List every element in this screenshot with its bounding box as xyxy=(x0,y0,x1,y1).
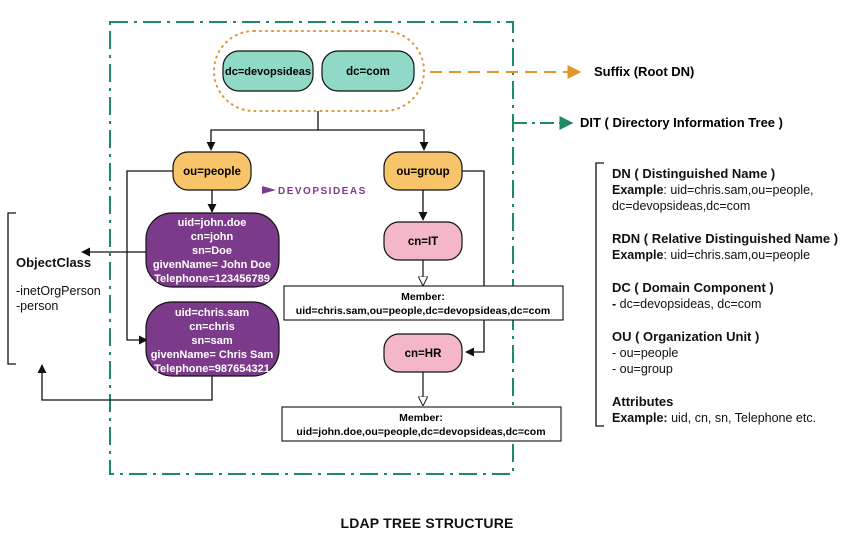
user1-telephone: Telephone=123456789 xyxy=(154,273,270,285)
root-dc1-label: dc=devopsideas xyxy=(225,66,311,78)
user2-cn: cn=chris xyxy=(189,321,235,333)
legend-dc-title: DC ( Domain Component ) xyxy=(612,280,774,295)
ou-people-label: ou=people xyxy=(183,166,241,178)
root-dc2-node xyxy=(321,50,415,92)
legend-rdn-title: RDN ( Relative Distinguished Name ) xyxy=(612,231,839,246)
devopsideas-logo-text: DEVOPSIDEAS xyxy=(278,186,367,197)
legend-ou-title: OU ( Organization Unit ) xyxy=(612,329,760,344)
suffix-container xyxy=(213,30,425,112)
legend-dn-example: Example: uid=chris.sam,ou=people, xyxy=(612,183,814,197)
member-hr-title: Member: xyxy=(399,412,443,424)
dit-label: DIT ( Directory Information Tree ) xyxy=(580,115,783,130)
devopsideas-logo: DEVOPSIDEAS xyxy=(262,186,367,197)
diagram-title: LDAP TREE STRUCTURE xyxy=(340,515,514,531)
legend-dn-title: DN ( Distinguished Name ) xyxy=(612,166,776,181)
user1-node xyxy=(145,212,280,288)
objectclass-block: ObjectClass -inetOrgPerson -person xyxy=(16,255,101,314)
user1-givenname: givenName= John Doe xyxy=(153,259,271,271)
member-hr-value: uid=john.doe,ou=people,dc=devopsideas,dc… xyxy=(296,426,545,438)
user1-cn: cn=john xyxy=(191,231,234,243)
connector-to-ou-people xyxy=(206,129,318,151)
objectclass-item: -person xyxy=(16,299,59,313)
group-to-hr-connector xyxy=(462,170,485,357)
legend-attributes: Attributes Example: uid, cn, sn, Telepho… xyxy=(612,394,854,426)
root-dc1-node xyxy=(222,50,314,92)
suffix-label: Suffix (Root DN) xyxy=(594,64,694,79)
legend-panel: DN ( Distinguished Name ) Example: uid=c… xyxy=(612,166,854,443)
legend-attributes-example: Example: uid, cn, sn, Telephone etc. xyxy=(612,411,817,425)
user1-sn: sn=Doe xyxy=(192,245,232,257)
legend-attributes-title: Attributes xyxy=(612,394,674,409)
user1-uid: uid=john.doe xyxy=(178,217,247,229)
legend-bracket xyxy=(595,162,604,427)
cn-it-label: cn=IT xyxy=(408,236,438,248)
legend-dn: DN ( Distinguished Name ) Example: uid=c… xyxy=(612,166,854,214)
legend-ou-item: - ou=group xyxy=(612,362,673,376)
legend-dn-example-cont: dc=devopsideas,dc=com xyxy=(612,199,751,213)
member-it-title: Member: xyxy=(401,291,445,303)
member-hr-box xyxy=(281,406,562,442)
ou-group-label: ou=group xyxy=(396,166,449,178)
root-dc2-label: dc=com xyxy=(346,66,390,78)
legend-ou-item: - ou=people xyxy=(612,346,679,360)
objectclass-title: ObjectClass xyxy=(16,255,92,270)
dit-boundary xyxy=(109,21,514,475)
legend-rdn: RDN ( Relative Distinguished Name ) Exam… xyxy=(612,231,854,263)
user2-to-objectclass-arrow xyxy=(37,364,213,401)
user2-telephone: Telephone=987654321 xyxy=(154,363,270,375)
legend-dc: DC ( Domain Component ) - dc=devopsideas… xyxy=(612,280,854,312)
legend-rdn-example: Example: uid=chris.sam,ou=people xyxy=(612,248,811,262)
legend-ou: OU ( Organization Unit ) - ou=people - o… xyxy=(612,329,854,377)
member-it-box xyxy=(283,285,564,321)
user2-uid: uid=chris.sam xyxy=(175,307,250,319)
legend-dc-value: - dc=devopsideas, dc=com xyxy=(612,297,762,311)
cn-hr-label: cn=HR xyxy=(405,348,442,360)
objectclass-item: -inetOrgPerson xyxy=(16,284,101,298)
people-to-user2-connector xyxy=(126,170,173,345)
user2-givenname: givenName= Chris Sam xyxy=(151,349,274,361)
objectclass-bracket xyxy=(7,212,16,365)
member-it-value: uid=chris.sam,ou=people,dc=devopsideas,d… xyxy=(296,305,550,317)
user2-sn: sn=sam xyxy=(191,335,232,347)
connector-to-ou-group xyxy=(318,129,429,151)
